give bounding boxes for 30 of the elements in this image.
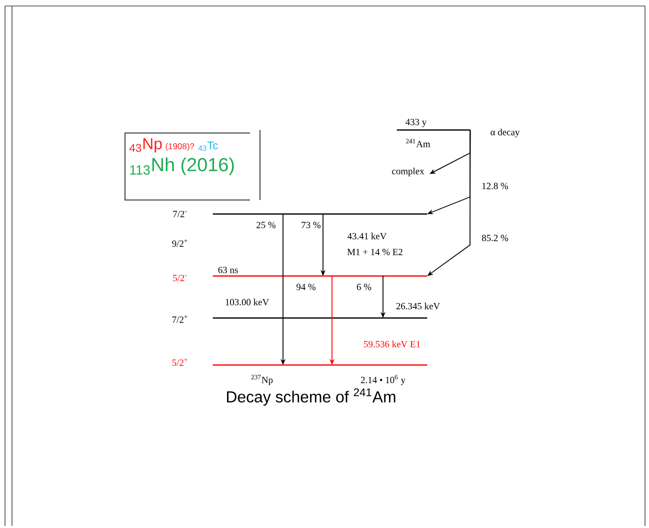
energy-label: 43.41 keV	[347, 232, 387, 240]
level-line	[212, 317, 428, 319]
element-box: $_{43}$Np (1908)? $_{43}$Tc $_{113}$Nh (2016)	[124, 132, 250, 200]
level-label: 433 y	[406, 118, 427, 128]
edge-label: 94 %	[296, 284, 316, 290]
energy-label: 5/2$^{-}$	[173, 274, 187, 282]
energy-label: 7/2$^{+}$	[172, 315, 188, 323]
energy-label: 7/2$^{-}$	[173, 210, 187, 218]
level-line	[212, 364, 428, 366]
edge-label: 85.2 %	[482, 234, 508, 242]
edge-label: 73 %	[302, 222, 321, 228]
energy-label: 103.00 keV	[226, 298, 269, 306]
caption: Decay scheme of $^{241}$Am	[227, 388, 396, 406]
energy-label: 9/2$^{+}$	[172, 239, 188, 247]
edge-label: 25 %	[256, 222, 276, 228]
level-label: $^{241}$Am	[406, 138, 430, 148]
branch-label: complex	[392, 168, 424, 176]
edge-label: 12.8 %	[482, 182, 508, 190]
level-label: 63 ns	[218, 266, 238, 274]
level-line	[212, 275, 428, 277]
energy-label: 26.345 keV	[396, 302, 440, 310]
level-label: 2.14 • 10$^{6}$ y	[360, 374, 406, 386]
level-line	[396, 129, 470, 131]
energy-label: 5/2$^{+}$	[172, 358, 188, 366]
edge-label: 6 %	[356, 284, 372, 290]
energy-label: α decay	[490, 128, 520, 138]
energy-label: M1 + 14 % E2	[347, 248, 402, 256]
energy-label: 59.536 keV E1	[364, 340, 420, 348]
level-line	[212, 213, 428, 215]
level-label: $^{237}$Np	[251, 374, 273, 386]
